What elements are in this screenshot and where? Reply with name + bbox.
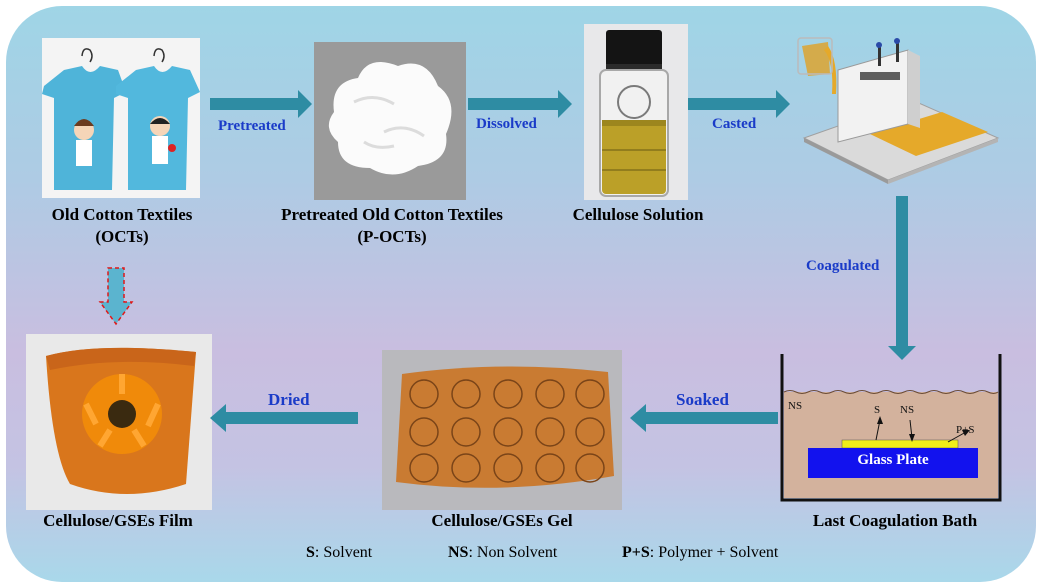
label-solution: Cellulose Solution xyxy=(546,204,730,226)
bath-ps-label: P+S xyxy=(956,424,975,436)
coagulation-bath xyxy=(780,354,1002,502)
arrow-soaked xyxy=(630,404,778,432)
glass-plate-label: Glass Plate xyxy=(857,452,929,468)
legend-solvent: S: Solvent xyxy=(306,544,372,562)
arrow-dried xyxy=(210,404,358,432)
step-pretreated: Pretreated xyxy=(218,118,286,134)
arrow-dissolved xyxy=(468,90,572,118)
legend-polymer-solvent-desc: : Polymer + Solvent xyxy=(649,544,779,561)
label-poct-line1: Pretreated Old Cotton Textiles xyxy=(281,205,503,224)
legend-non-solvent-key: NS xyxy=(448,544,469,561)
arrow-casted xyxy=(688,90,790,118)
label-oct-line2: (OCTs) xyxy=(95,227,149,246)
label-bath-line1: Last Coagulation Bath xyxy=(812,511,978,530)
label-poct-line2: (P-OCTs) xyxy=(357,227,427,246)
bath-ns-left-label: NS xyxy=(788,400,803,412)
step-dried: Dried xyxy=(268,390,310,409)
casting-machine-image xyxy=(797,37,1000,184)
label-bath: Last Coagulation Bath xyxy=(786,510,1004,532)
step-casted: Casted xyxy=(712,116,757,132)
legend-solvent-key: S xyxy=(306,544,315,561)
arrow-pretreated xyxy=(210,90,312,118)
arrows-layer xyxy=(98,90,916,432)
cotton-image xyxy=(314,42,466,200)
label-gel: Cellulose/GSEs Gel xyxy=(400,510,604,532)
bath-s-label: S xyxy=(874,404,881,416)
film-image xyxy=(26,334,212,510)
label-solution-line1: Cellulose Solution xyxy=(572,205,704,224)
step-dissolved: Dissolved xyxy=(476,116,537,132)
label-oct: Old Cotton Textiles (OCTs) xyxy=(20,204,224,248)
step-coagulated: Coagulated xyxy=(806,258,880,274)
legend-non-solvent: NS: Non Solvent xyxy=(448,544,557,562)
arrow-coagulated xyxy=(888,196,916,360)
tshirts-image xyxy=(42,38,200,198)
legend-non-solvent-desc: : Non Solvent xyxy=(468,544,558,561)
step-soaked: Soaked xyxy=(676,390,729,409)
legend-polymer-solvent: P+S: Polymer + Solvent xyxy=(622,544,778,562)
label-poct: Pretreated Old Cotton Textiles (P-OCTs) xyxy=(250,204,534,248)
label-gel-line1: Cellulose/GSEs Gel xyxy=(431,511,573,530)
gel-image xyxy=(382,350,622,510)
bath-ns-label: NS xyxy=(900,404,915,416)
solution-jar-image xyxy=(584,24,688,200)
diagram-background: NS S NS P+S Glass Plate Pretreated Disso… xyxy=(6,6,1036,582)
label-film: Cellulose/GSEs Film xyxy=(16,510,220,532)
label-film-line1: Cellulose/GSEs Film xyxy=(43,511,193,530)
legend-polymer-solvent-key: P+S xyxy=(622,544,650,561)
dashed-down-arrow xyxy=(98,267,134,326)
legend-solvent-desc: : Solvent xyxy=(314,544,373,561)
label-oct-line1: Old Cotton Textiles xyxy=(51,205,193,224)
